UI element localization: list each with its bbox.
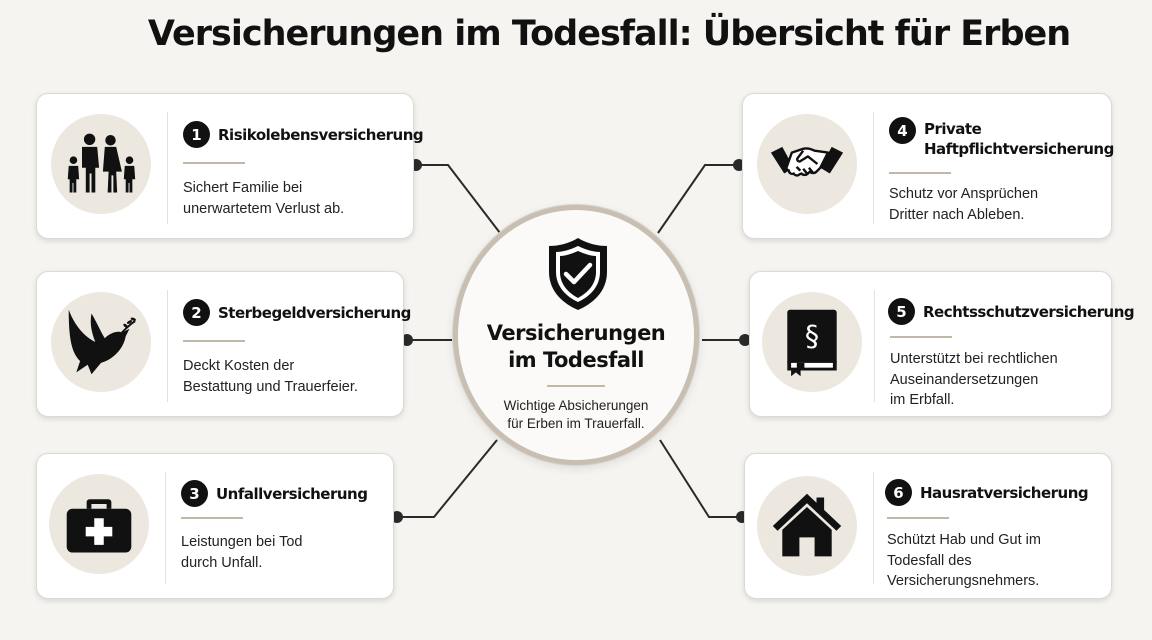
law-book-icon: § xyxy=(787,309,837,377)
icon-circle xyxy=(49,474,149,574)
card-title: Risikolebensversicherung xyxy=(218,126,424,144)
shield-check-icon xyxy=(549,238,607,310)
card-description: Unterstützt bei rechtlichen Auseinanders… xyxy=(890,351,1058,408)
card-number: 2 xyxy=(183,299,210,326)
card-number: 5 xyxy=(888,298,915,325)
icon-circle xyxy=(757,476,857,576)
page-title: Versicherungen im Todesfall: Übersicht f… xyxy=(147,14,1071,54)
card-number: 3 xyxy=(181,480,208,507)
card-risikolebensversicherung: 1 Risikolebensversicherung Sichert Famil… xyxy=(36,93,424,239)
icon-circle xyxy=(757,114,857,214)
card-number: 1 xyxy=(183,121,210,148)
card-description: Deckt Kosten der Bestattung und Trauerfe… xyxy=(183,358,358,395)
icon-circle xyxy=(51,114,151,214)
svg-text:§: § xyxy=(805,320,819,353)
card-description: Leistungen bei Tod durch Unfall. xyxy=(181,534,303,571)
card-unfallversicherung: 3 Unfallversicherung Leistungen bei Tod … xyxy=(36,453,394,599)
icon-circle: § xyxy=(762,292,862,392)
card-title: Sterbegeldversicherung xyxy=(218,304,411,322)
card-sterbegeldversicherung: 2 Sterbegeldversicherung Deckt Kosten de… xyxy=(36,271,411,417)
card-private-haftpflichtversicherung: 4 Private Haftpflichtversicherung Schutz… xyxy=(742,93,1114,239)
card-rechtsschutzversicherung: § 5 Rechtsschutzversicherung Unterstützt… xyxy=(749,271,1135,417)
card-title: Rechtsschutzversicherung xyxy=(923,303,1135,321)
card-title: Unfallversicherung xyxy=(216,485,368,503)
dove-icon xyxy=(68,309,137,375)
card-number: 6 xyxy=(885,479,912,506)
handshake-icon xyxy=(770,146,844,177)
card-description: Schutz vor Ansprüchen Dritter nach Ableb… xyxy=(889,186,1039,223)
card-title: Private Haftpflichtversicherung xyxy=(924,120,1114,158)
card-hausratversicherung: 6 Hausratversicherung Schützt Hab und Gu… xyxy=(744,453,1112,599)
center-hub: Versicherungen im Todesfall Wichtige Abs… xyxy=(453,205,699,465)
center-title: Versicherungen im Todesfall xyxy=(486,321,666,372)
card-number: 4 xyxy=(889,117,916,144)
first-aid-kit-icon xyxy=(66,499,132,553)
house-icon xyxy=(772,493,842,557)
icon-circle xyxy=(51,292,151,392)
family-icon xyxy=(67,133,136,193)
card-title: Hausratversicherung xyxy=(920,484,1089,502)
card-description: Schützt Hab und Gut im Todesfall des Ver… xyxy=(887,532,1041,589)
card-description: Sichert Familie bei unerwartetem Verlust… xyxy=(183,180,345,217)
center-subtitle: Wichtige Absicherungen für Erben im Trau… xyxy=(503,398,649,431)
